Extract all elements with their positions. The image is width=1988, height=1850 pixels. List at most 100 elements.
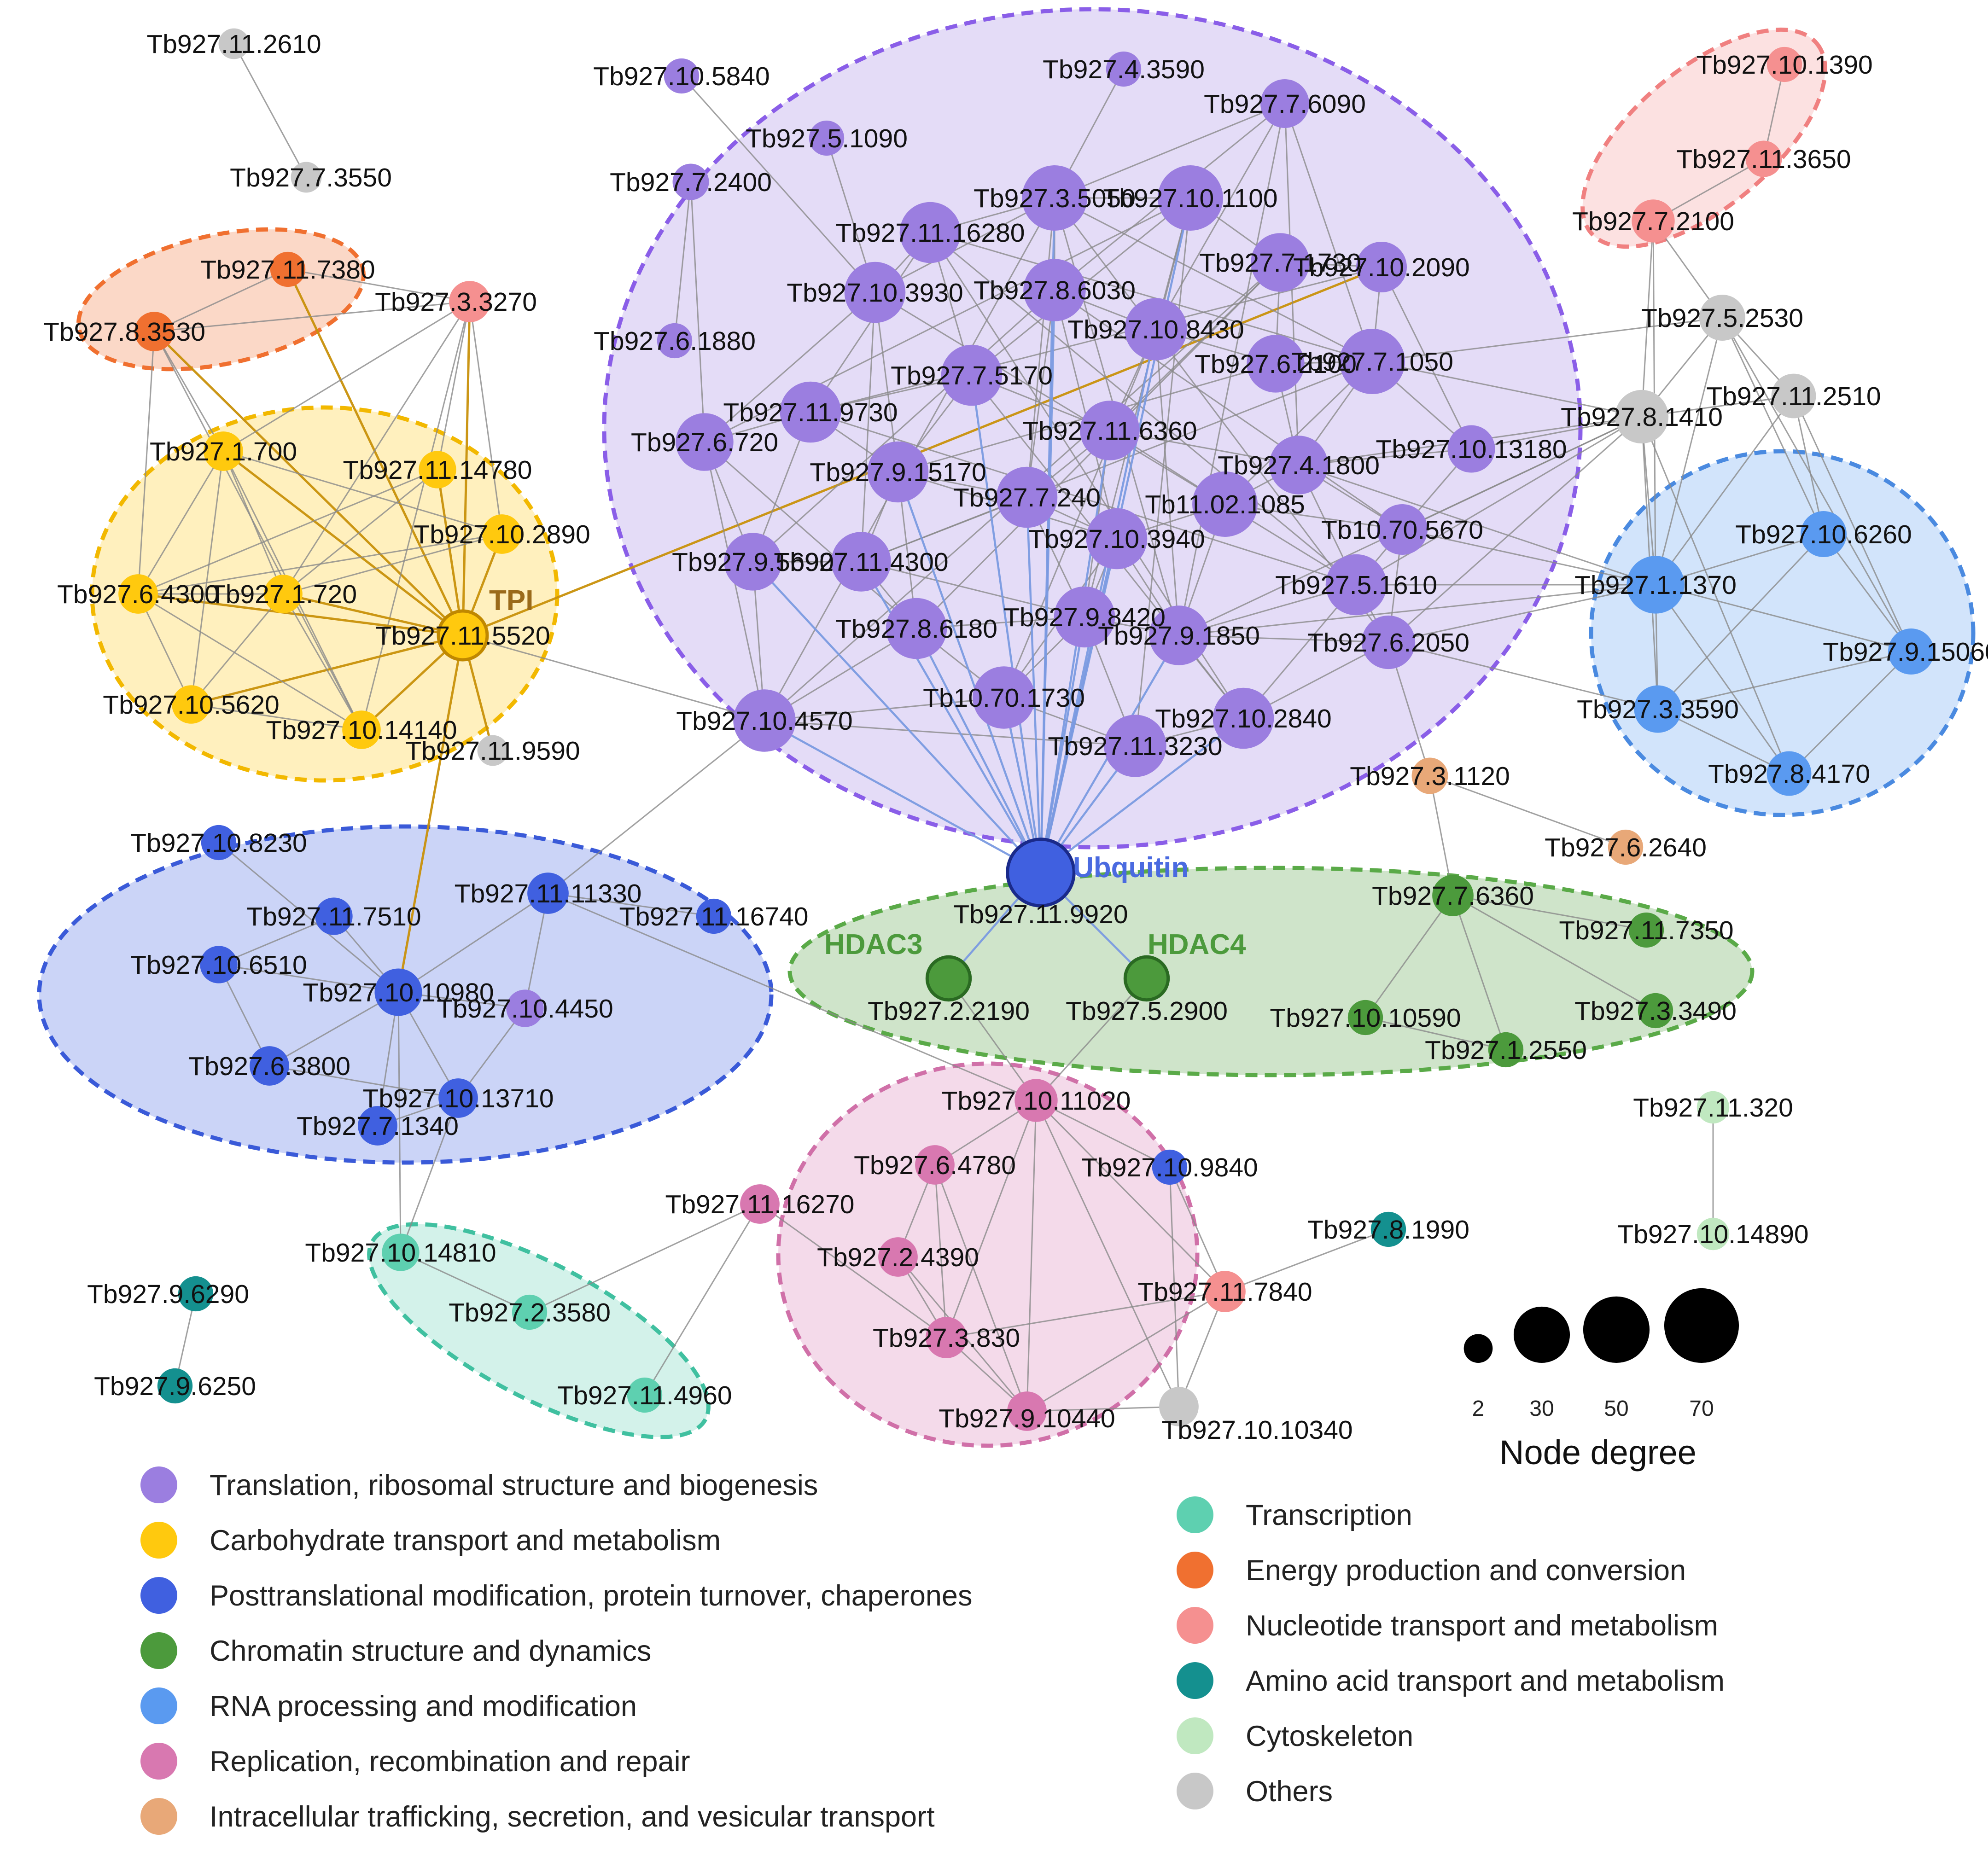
node-tb927-7-3550[interactable] bbox=[291, 162, 322, 193]
node-tb927-11-16740[interactable] bbox=[696, 898, 732, 934]
node-tb927-11-7350[interactable] bbox=[1628, 912, 1664, 948]
node-tb927-9-6290[interactable] bbox=[178, 1276, 214, 1312]
node-tb927-1-1370[interactable] bbox=[1627, 556, 1685, 614]
node-tb927-10-6510[interactable] bbox=[200, 946, 238, 983]
node-tb927-10-8430[interactable] bbox=[1125, 298, 1187, 361]
node-tb927-11-7510[interactable] bbox=[315, 897, 353, 935]
node-tb10-70-5670[interactable] bbox=[1377, 504, 1428, 555]
node-tb927-9-15060[interactable] bbox=[1888, 628, 1935, 675]
node-tb927-6-1880[interactable] bbox=[657, 323, 693, 359]
node-tb927-8-1410[interactable] bbox=[1615, 390, 1669, 444]
node-tb927-11-9590[interactable] bbox=[477, 735, 508, 766]
node-tb927-2-4390[interactable] bbox=[878, 1237, 918, 1277]
node-tb927-6-2100[interactable] bbox=[1247, 335, 1305, 393]
node-tb927-11-6360[interactable] bbox=[1080, 401, 1140, 460]
node-tb927-10-5620[interactable] bbox=[172, 685, 210, 724]
node-tb927-10-14890[interactable] bbox=[1697, 1217, 1730, 1251]
node-tb927-10-1390[interactable] bbox=[1766, 47, 1802, 82]
node-tb927-1-2550[interactable] bbox=[1488, 1032, 1524, 1068]
node-tb927-10-8230[interactable] bbox=[201, 825, 237, 861]
node-tb927-11-2510[interactable] bbox=[1771, 373, 1816, 419]
node-tb927-10-10980[interactable] bbox=[374, 968, 422, 1016]
node-tb927-11-9730[interactable] bbox=[780, 381, 841, 443]
node-tb927-5-2530[interactable] bbox=[1699, 294, 1746, 341]
node-tb927-5-1090[interactable] bbox=[809, 120, 845, 156]
node-tb927-9-8420[interactable] bbox=[1054, 586, 1115, 648]
node-tb927-9-6250[interactable] bbox=[157, 1368, 193, 1404]
node-tb927-3-1120[interactable] bbox=[1411, 757, 1448, 794]
node-tb927-6-2050[interactable] bbox=[1361, 615, 1416, 669]
node-tb927-7-6090[interactable] bbox=[1260, 79, 1309, 128]
node-tb927-11-3230[interactable] bbox=[1104, 715, 1166, 777]
node-tb927-8-1990[interactable] bbox=[1370, 1211, 1406, 1247]
node-tb927-7-2100[interactable] bbox=[1632, 199, 1675, 243]
node-tb927-4-3590[interactable] bbox=[1106, 51, 1142, 87]
node-tb927-11-16270[interactable] bbox=[740, 1184, 780, 1224]
node-tb927-7-5170[interactable] bbox=[941, 344, 1003, 406]
node-tb927-7-6360[interactable] bbox=[1432, 875, 1474, 916]
node-tb927-3-5050[interactable] bbox=[1022, 165, 1087, 231]
node-tb927-11-3650[interactable] bbox=[1745, 140, 1782, 177]
node-tb927-6-3800[interactable] bbox=[250, 1046, 289, 1086]
node-tb927-10-9840[interactable] bbox=[1152, 1149, 1188, 1185]
node-tb927-11-5520[interactable] bbox=[437, 609, 489, 662]
node-tb927-10-2840[interactable] bbox=[1213, 687, 1274, 749]
node-tb927-11-14780[interactable] bbox=[419, 451, 456, 489]
node-tb927-5-2900[interactable] bbox=[1123, 955, 1170, 1002]
node-tb927-10-1100[interactable] bbox=[1158, 165, 1223, 231]
node-tb927-7-1340[interactable] bbox=[358, 1106, 397, 1146]
node-tb927-6-4780[interactable] bbox=[915, 1145, 955, 1185]
node-tb927-2-2190[interactable] bbox=[925, 955, 972, 1002]
node-tb927-2-3580[interactable] bbox=[512, 1294, 548, 1330]
node-tb927-10-4450[interactable] bbox=[506, 989, 544, 1027]
node-tb927-11-2610[interactable] bbox=[218, 28, 250, 59]
node-tb927-11-4300[interactable] bbox=[831, 532, 891, 592]
node-tb927-9-10440[interactable] bbox=[1007, 1391, 1047, 1431]
node-tb927-11-320[interactable] bbox=[1697, 1091, 1730, 1124]
node-tb927-6-720[interactable] bbox=[676, 413, 734, 471]
node-tb927-10-3930[interactable] bbox=[844, 262, 906, 323]
node-tb927-8-3530[interactable] bbox=[134, 312, 174, 351]
node-tb927-11-4960[interactable] bbox=[627, 1377, 663, 1413]
node-tb927-10-3940[interactable] bbox=[1086, 508, 1148, 570]
node-tb927-9-1850[interactable] bbox=[1149, 605, 1209, 665]
node-tb927-4-1800[interactable] bbox=[1269, 436, 1328, 494]
node-tb927-10-14140[interactable] bbox=[342, 710, 381, 749]
node-tb11-02-1085[interactable] bbox=[1192, 471, 1258, 537]
node-tb927-10-14810[interactable] bbox=[382, 1233, 420, 1271]
node-tb927-7-1050[interactable] bbox=[1340, 329, 1405, 394]
node-tb927-8-6030[interactable] bbox=[1023, 259, 1086, 321]
node-tb927-10-10590[interactable] bbox=[1347, 1000, 1383, 1036]
node-tb927-7-2400[interactable] bbox=[672, 163, 709, 200]
node-tb927-10-2890[interactable] bbox=[482, 514, 522, 554]
node-tb927-3-3270[interactable] bbox=[449, 281, 490, 322]
node-tb927-5-1610[interactable] bbox=[1325, 554, 1387, 616]
node-tb927-10-10340[interactable] bbox=[1159, 1387, 1199, 1426]
node-tb927-10-4570[interactable] bbox=[733, 689, 796, 752]
node-tb927-11-7380[interactable] bbox=[270, 251, 306, 287]
node-tb927-11-9920[interactable] bbox=[1006, 838, 1076, 908]
node-tb927-3-3490[interactable] bbox=[1638, 993, 1673, 1029]
node-tb927-10-2090[interactable] bbox=[1356, 242, 1407, 292]
node-tb927-6-2640[interactable] bbox=[1608, 829, 1644, 865]
node-tb927-1-720[interactable] bbox=[264, 575, 303, 613]
node-tb10-70-1730[interactable] bbox=[973, 666, 1035, 729]
node-tb927-10-13710[interactable] bbox=[438, 1078, 478, 1118]
node-tb927-9-15170[interactable] bbox=[867, 441, 929, 503]
node-tb927-10-13180[interactable] bbox=[1447, 425, 1495, 473]
node-tb927-7-240[interactable] bbox=[996, 466, 1058, 528]
node-tb927-11-7840[interactable] bbox=[1204, 1271, 1246, 1312]
node-tb927-6-4300[interactable] bbox=[118, 574, 158, 614]
node-tb927-3-830[interactable] bbox=[926, 1317, 967, 1358]
node-tb927-9-5690[interactable] bbox=[724, 533, 782, 591]
node-tb927-1-700[interactable] bbox=[204, 431, 243, 471]
node-tb927-11-16280[interactable] bbox=[899, 202, 961, 263]
node-tb927-7-1730[interactable] bbox=[1251, 233, 1310, 292]
node-tb927-8-6180[interactable] bbox=[886, 598, 947, 659]
node-tb927-3-3590[interactable] bbox=[1634, 685, 1682, 733]
node-tb927-10-5840[interactable] bbox=[664, 58, 700, 94]
node-tb927-10-6260[interactable] bbox=[1800, 511, 1847, 558]
node-tb927-10-11020[interactable] bbox=[1014, 1079, 1058, 1122]
node-tb927-8-4170[interactable] bbox=[1766, 751, 1812, 796]
node-tb927-11-11330[interactable] bbox=[527, 873, 569, 914]
